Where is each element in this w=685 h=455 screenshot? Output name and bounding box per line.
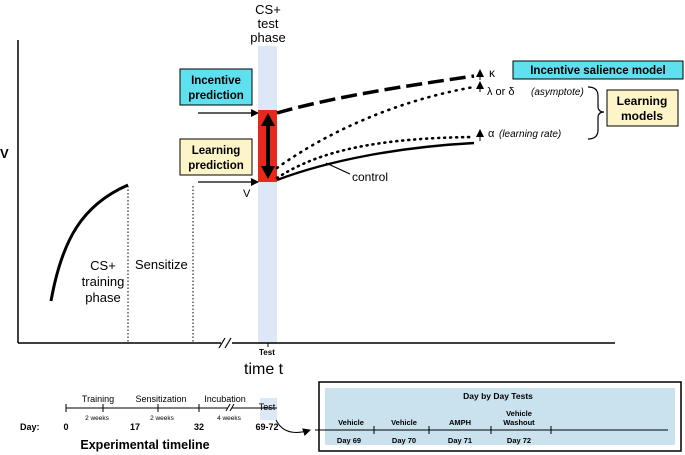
day-0: 0	[63, 422, 68, 432]
learning-rate-label: (learning rate)	[499, 129, 561, 140]
timeline-title: Experimental timeline	[80, 438, 209, 452]
learning-prediction-box	[179, 138, 253, 176]
incentive-prediction-line2: prediction	[188, 90, 244, 102]
duration-incubation: 4 weeks	[217, 415, 242, 422]
day-tests-inner	[325, 388, 675, 445]
y-axis-label: V	[0, 146, 9, 161]
phase-incubation: Incubation	[204, 394, 246, 404]
test-treatment-3: AMPH	[449, 418, 471, 427]
timeline-break-icon	[225, 403, 235, 412]
asymptote-label: (asymptote)	[531, 87, 584, 98]
test-treatment-1: Vehicle	[338, 418, 364, 427]
day-tests-title: Day by Day Tests	[463, 391, 533, 401]
day-17: 17	[130, 422, 140, 432]
asymptote-curve	[275, 85, 476, 170]
control-curve	[276, 141, 475, 182]
day-69-72: 69-72	[255, 422, 278, 432]
cs-test-phase-line1: CS+	[255, 2, 281, 17]
test-day-2: Day 70	[392, 436, 416, 445]
double-arrow-down-head	[261, 166, 275, 179]
axis-break-icon	[218, 337, 232, 349]
day-tests-ticks	[373, 426, 552, 434]
phase-training: Training	[82, 394, 114, 404]
duration-sensitization: 2 weeks	[150, 415, 175, 422]
learning-models-box	[606, 89, 679, 127]
cs-training-line3: phase	[85, 290, 120, 305]
timeline-ticks	[65, 404, 200, 412]
test-phase-band	[258, 46, 277, 344]
lambda-label: λ or δ	[487, 86, 515, 98]
learning-models-line2: models	[621, 109, 663, 123]
incentive-salience-model-box	[512, 60, 684, 80]
learning-prediction-line2: prediction	[188, 160, 244, 172]
incentive-salience-model-label: Incentive salience model	[530, 65, 666, 77]
alpha-label: α	[488, 128, 495, 140]
phase-test: Test	[259, 402, 276, 412]
test-day-3: Day 71	[448, 436, 472, 445]
learning-rate-curve	[275, 135, 476, 180]
v-marker: V	[243, 188, 251, 200]
sensitize-label: Sensitize	[135, 257, 188, 272]
learning-models-line1: Learning	[617, 94, 668, 108]
test-day-1: Day 69	[337, 436, 361, 445]
test-treatment-2: Vehicle	[391, 418, 417, 427]
incentive-salience-curve	[276, 74, 475, 115]
x-axis-label: time t	[244, 361, 284, 378]
cs-test-phase-line2: test	[258, 16, 279, 31]
test-day-4: Day 72	[507, 436, 531, 445]
control-pointer	[325, 162, 351, 175]
learning-models-brace	[587, 86, 605, 140]
day-label: Day:	[20, 422, 40, 432]
duration-training: 2 weeks	[85, 415, 110, 422]
cs-training-line1: CS+	[90, 258, 116, 273]
learning-prediction-line1: Learning	[192, 145, 241, 157]
timeline-test-band	[260, 398, 277, 420]
test-treatment-4a: Vehicle	[506, 409, 532, 418]
training-curve	[49, 183, 129, 302]
incentive-prediction-box	[179, 68, 253, 106]
cs-test-phase-line3: phase	[250, 30, 285, 45]
test-treatment-4b: Washout	[503, 418, 535, 427]
phase-sensitization: Sensitization	[135, 394, 186, 404]
test-tick-label: Test	[259, 348, 275, 357]
kappa-label: κ	[489, 66, 496, 80]
tests-connector-arrow	[275, 419, 311, 436]
day-32: 32	[194, 422, 204, 432]
double-arrow-up-head	[261, 113, 275, 126]
control-label: control	[352, 170, 388, 184]
incentive-prediction-line1: Incentive	[191, 75, 241, 87]
cs-training-line2: training	[82, 274, 125, 289]
